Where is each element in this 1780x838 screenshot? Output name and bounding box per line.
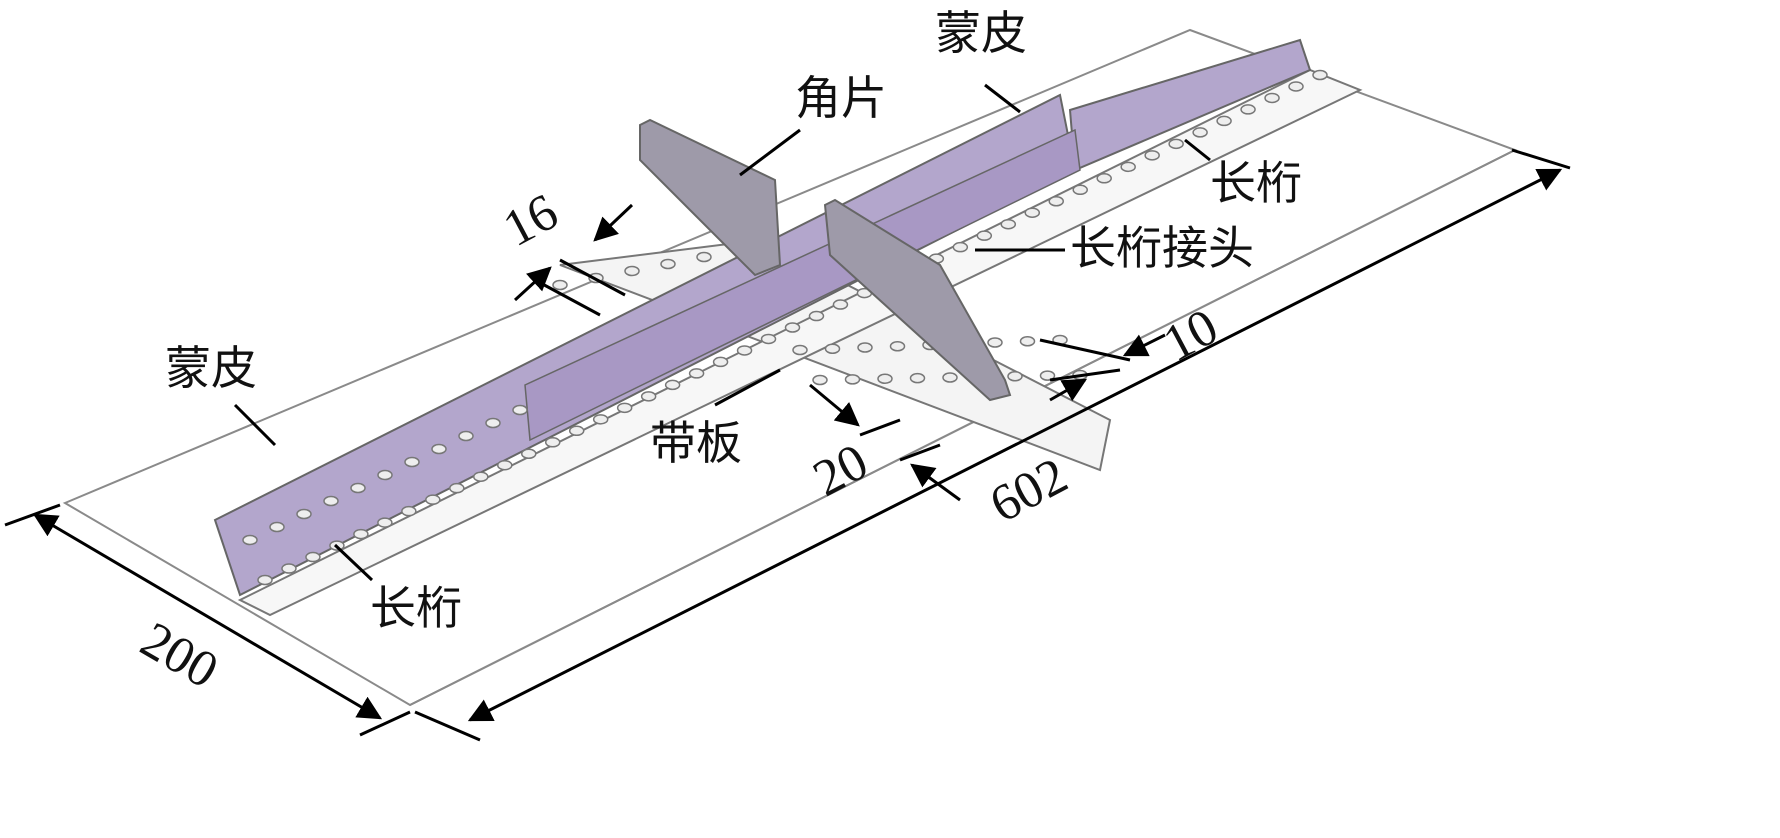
rivet (824, 343, 841, 354)
rivet (976, 230, 993, 241)
rivet (712, 356, 729, 368)
rivet (353, 528, 369, 540)
rivet (1288, 81, 1304, 92)
rivet (808, 310, 825, 322)
rivet (688, 368, 705, 379)
rivet (485, 417, 501, 429)
rivet (568, 425, 585, 437)
rivet (1144, 150, 1160, 161)
rivet (1168, 138, 1184, 150)
rivet (257, 574, 273, 586)
rivet (473, 471, 489, 482)
rivet (1192, 127, 1208, 138)
rivet (401, 505, 417, 517)
rivet (1312, 69, 1328, 81)
label-skin-left: 蒙皮 (165, 341, 257, 395)
rivet (431, 443, 447, 455)
rivet (1000, 218, 1017, 230)
rivet (544, 437, 561, 448)
rivet (552, 279, 568, 291)
rivet (942, 372, 958, 383)
leader-lines (4, 83, 1571, 742)
rivet (909, 372, 926, 384)
rivet (640, 391, 657, 402)
rivet (377, 517, 393, 528)
rivet (792, 344, 808, 356)
rivet (660, 258, 676, 270)
rivet (889, 341, 906, 352)
rivet (592, 414, 609, 425)
rivet (1019, 336, 1036, 347)
rivet (269, 521, 285, 533)
rivet (784, 322, 801, 333)
label-strap-plate: 带板 (650, 416, 742, 470)
rivet (624, 265, 640, 277)
rivet (377, 469, 393, 481)
rivet (1240, 104, 1256, 115)
rivet (616, 402, 633, 414)
rivet (404, 456, 420, 468)
rivet (323, 495, 339, 507)
rivet (952, 241, 969, 253)
rivet (1096, 173, 1112, 184)
rivet (664, 379, 681, 391)
rivet (987, 337, 1003, 348)
label-stringer-joint: 长桁接头 (1070, 221, 1254, 275)
rivet (1048, 196, 1064, 207)
label-stringer-right: 长桁 (1210, 156, 1302, 210)
rivet (1007, 371, 1023, 382)
rivet (736, 345, 753, 356)
rivet (1264, 92, 1280, 104)
rivet (497, 459, 513, 471)
rivet (832, 299, 849, 310)
label-stringer-left: 长桁 (370, 581, 462, 635)
rivet (521, 448, 537, 459)
rivet (296, 508, 312, 520)
rivet (242, 534, 258, 546)
rivet (1024, 207, 1041, 218)
rivet (760, 333, 777, 345)
rivet (696, 251, 712, 263)
rivet (857, 342, 873, 353)
label-angle-clip: 角片 (795, 71, 887, 125)
rivet (449, 482, 465, 494)
label-skin-top: 蒙皮 (935, 6, 1027, 60)
rivet (1072, 184, 1088, 196)
rivet (425, 494, 441, 505)
rivet (458, 430, 474, 442)
rivet (305, 551, 321, 563)
rivet (281, 563, 297, 574)
rivet (512, 404, 528, 416)
rivet (350, 482, 366, 494)
rivet (812, 374, 828, 386)
rivet (1216, 115, 1232, 127)
rivet (844, 374, 861, 385)
rivet (877, 373, 893, 384)
rivet (1120, 161, 1136, 173)
